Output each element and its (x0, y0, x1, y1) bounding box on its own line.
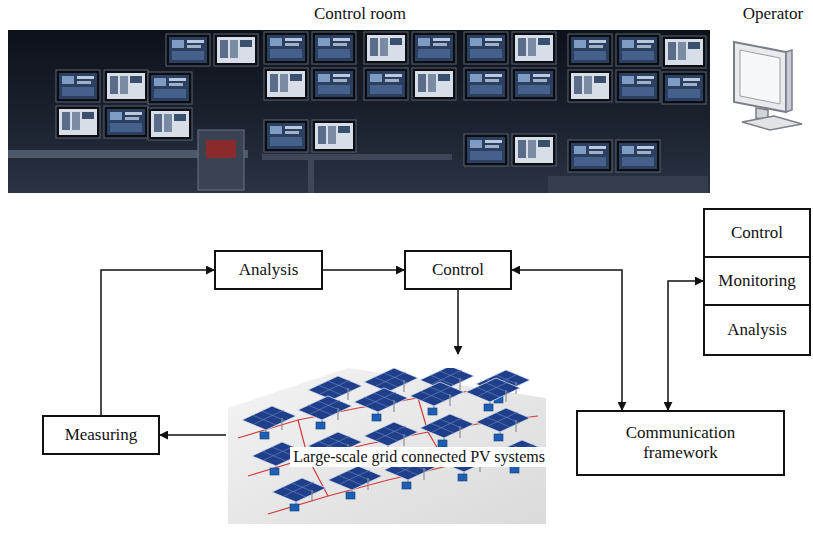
arrow-connector (323, 269, 404, 271)
operator-function-box: Control (703, 208, 811, 258)
box-label: Analysis (239, 260, 299, 280)
system-caption: Large-scale grid connected PV systems (290, 447, 548, 466)
process-box: Control (404, 250, 512, 290)
communication-box: Communication framework (576, 410, 785, 476)
pv-system-node: Large-scale grid connected PV systems (226, 366, 548, 548)
operator-monitor-icon (728, 38, 808, 134)
process-box: Analysis (214, 250, 323, 290)
box-label: Control (731, 223, 783, 243)
arrow-connector (457, 290, 459, 354)
box-label: Monitoring (718, 271, 795, 291)
arrow-connector (101, 270, 214, 415)
box-label: Measuring (65, 425, 138, 445)
icon-heading: Operator (743, 4, 803, 24)
box-label: Analysis (727, 320, 787, 340)
arrow-connector (512, 270, 622, 410)
box-label: Communication framework (604, 423, 757, 464)
process-box: Measuring (42, 415, 160, 455)
operator-function-box: Analysis (703, 304, 811, 356)
arrow-connector (668, 281, 703, 410)
box-label: Control (432, 260, 484, 280)
arrow-connector (160, 434, 226, 436)
pv-field-illustration (228, 368, 546, 524)
control-room-photo (8, 30, 710, 193)
operator-function-box: Monitoring (703, 256, 811, 306)
photo-heading: Control room (314, 4, 406, 24)
